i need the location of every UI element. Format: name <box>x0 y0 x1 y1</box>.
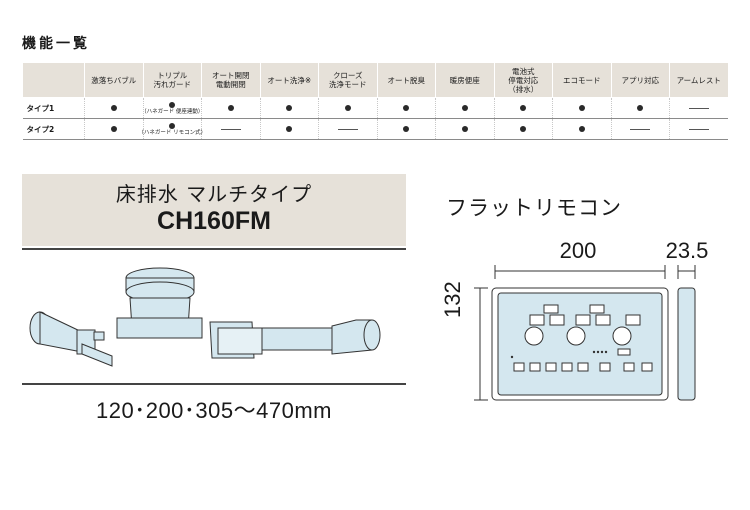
table-cell <box>318 118 377 140</box>
col-header: オート脱臭 <box>376 62 436 98</box>
table-cell <box>435 97 494 119</box>
product-model: CH160FM <box>157 207 271 235</box>
col-header: 電池式停電対応（排水） <box>493 62 553 98</box>
remote-title: フラットリモコン <box>446 196 622 220</box>
available-dot-icon <box>520 105 527 111</box>
col-header: オート洗浄※ <box>259 62 319 98</box>
available-dot-icon <box>110 105 117 111</box>
available-dot-icon <box>637 105 644 111</box>
available-dot-icon <box>286 126 293 132</box>
col-header: クローズ洗浄モード <box>318 62 378 98</box>
divider <box>22 383 406 385</box>
table-cell <box>201 118 260 140</box>
divider <box>22 248 406 250</box>
remote-depth-dimension: 23.5 <box>665 238 709 263</box>
remote-width-dimension: 200 <box>559 238 597 263</box>
cell-note: （ハネガード 便座連動） <box>141 108 204 115</box>
not-available-dash-icon <box>337 128 358 130</box>
available-dot-icon <box>520 126 527 132</box>
drain-parts-illustration <box>29 267 381 367</box>
table-row: タイプ1 （ハネガード 便座連動） <box>22 97 728 119</box>
table-cell <box>610 97 670 119</box>
available-dot-icon <box>403 105 410 111</box>
table-cell <box>376 118 436 140</box>
table-row: タイプ2 （ハネガード リモコン式） <box>22 118 728 140</box>
table-cell <box>84 97 143 119</box>
section-title: 機能一覧 <box>22 36 90 52</box>
features-table: 激落ちバブル トリプル汚れガード オート開閉電動開閉 オート洗浄※ クローズ洗浄… <box>22 62 729 140</box>
drain-sizes: 120･200･305〜470mm <box>96 398 332 423</box>
table-cell <box>376 97 436 119</box>
available-dot-icon <box>286 105 293 111</box>
available-dot-icon <box>110 126 117 132</box>
table-cell <box>669 97 728 119</box>
available-dot-icon <box>461 126 468 132</box>
table-cell <box>318 97 377 119</box>
row-label: タイプ2 <box>22 118 85 140</box>
table-cell <box>84 118 143 140</box>
table-cell <box>669 118 728 140</box>
col-header: 暖房便座 <box>435 62 495 98</box>
table-cell: （ハネガード リモコン式） <box>138 118 206 140</box>
table-cell <box>493 97 553 119</box>
col-header: アプリ対応 <box>610 62 670 98</box>
col-header: トリプル汚れガード <box>142 62 202 98</box>
table-cell <box>552 118 611 140</box>
col-header: アームレスト <box>669 62 729 98</box>
table-cell <box>552 97 611 119</box>
table-corner <box>22 62 85 98</box>
available-dot-icon <box>169 101 176 108</box>
col-header: エコモード <box>552 62 612 98</box>
col-header: オート開閉電動開閉 <box>201 62 261 98</box>
product-banner: 床排水 マルチタイプ CH160FM <box>22 174 406 246</box>
table-cell <box>610 118 670 140</box>
table-cell <box>259 118 319 140</box>
table-cell <box>435 118 494 140</box>
available-dot-icon <box>227 105 234 111</box>
not-available-dash-icon <box>689 128 709 130</box>
available-dot-icon <box>169 122 176 129</box>
table-cell: （ハネガード 便座連動） <box>141 97 204 119</box>
table-cell <box>201 97 260 119</box>
col-header: 激落ちバブル <box>84 62 144 98</box>
available-dot-icon <box>578 105 585 111</box>
flat-remote-illustration <box>474 265 696 401</box>
available-dot-icon <box>403 126 410 132</box>
row-label: タイプ1 <box>22 97 85 119</box>
not-available-dash-icon <box>630 128 651 130</box>
table-header-row: 激落ちバブル トリプル汚れガード オート開閉電動開閉 オート洗浄※ クローズ洗浄… <box>22 62 729 98</box>
table-cell <box>493 118 553 140</box>
available-dot-icon <box>461 105 468 111</box>
available-dot-icon <box>344 105 351 111</box>
table-cell <box>259 97 319 119</box>
product-subtitle: 床排水 マルチタイプ <box>115 182 313 206</box>
cell-note: （ハネガード リモコン式） <box>138 129 207 136</box>
not-available-dash-icon <box>220 128 241 130</box>
available-dot-icon <box>578 126 585 132</box>
not-available-dash-icon <box>689 107 709 109</box>
